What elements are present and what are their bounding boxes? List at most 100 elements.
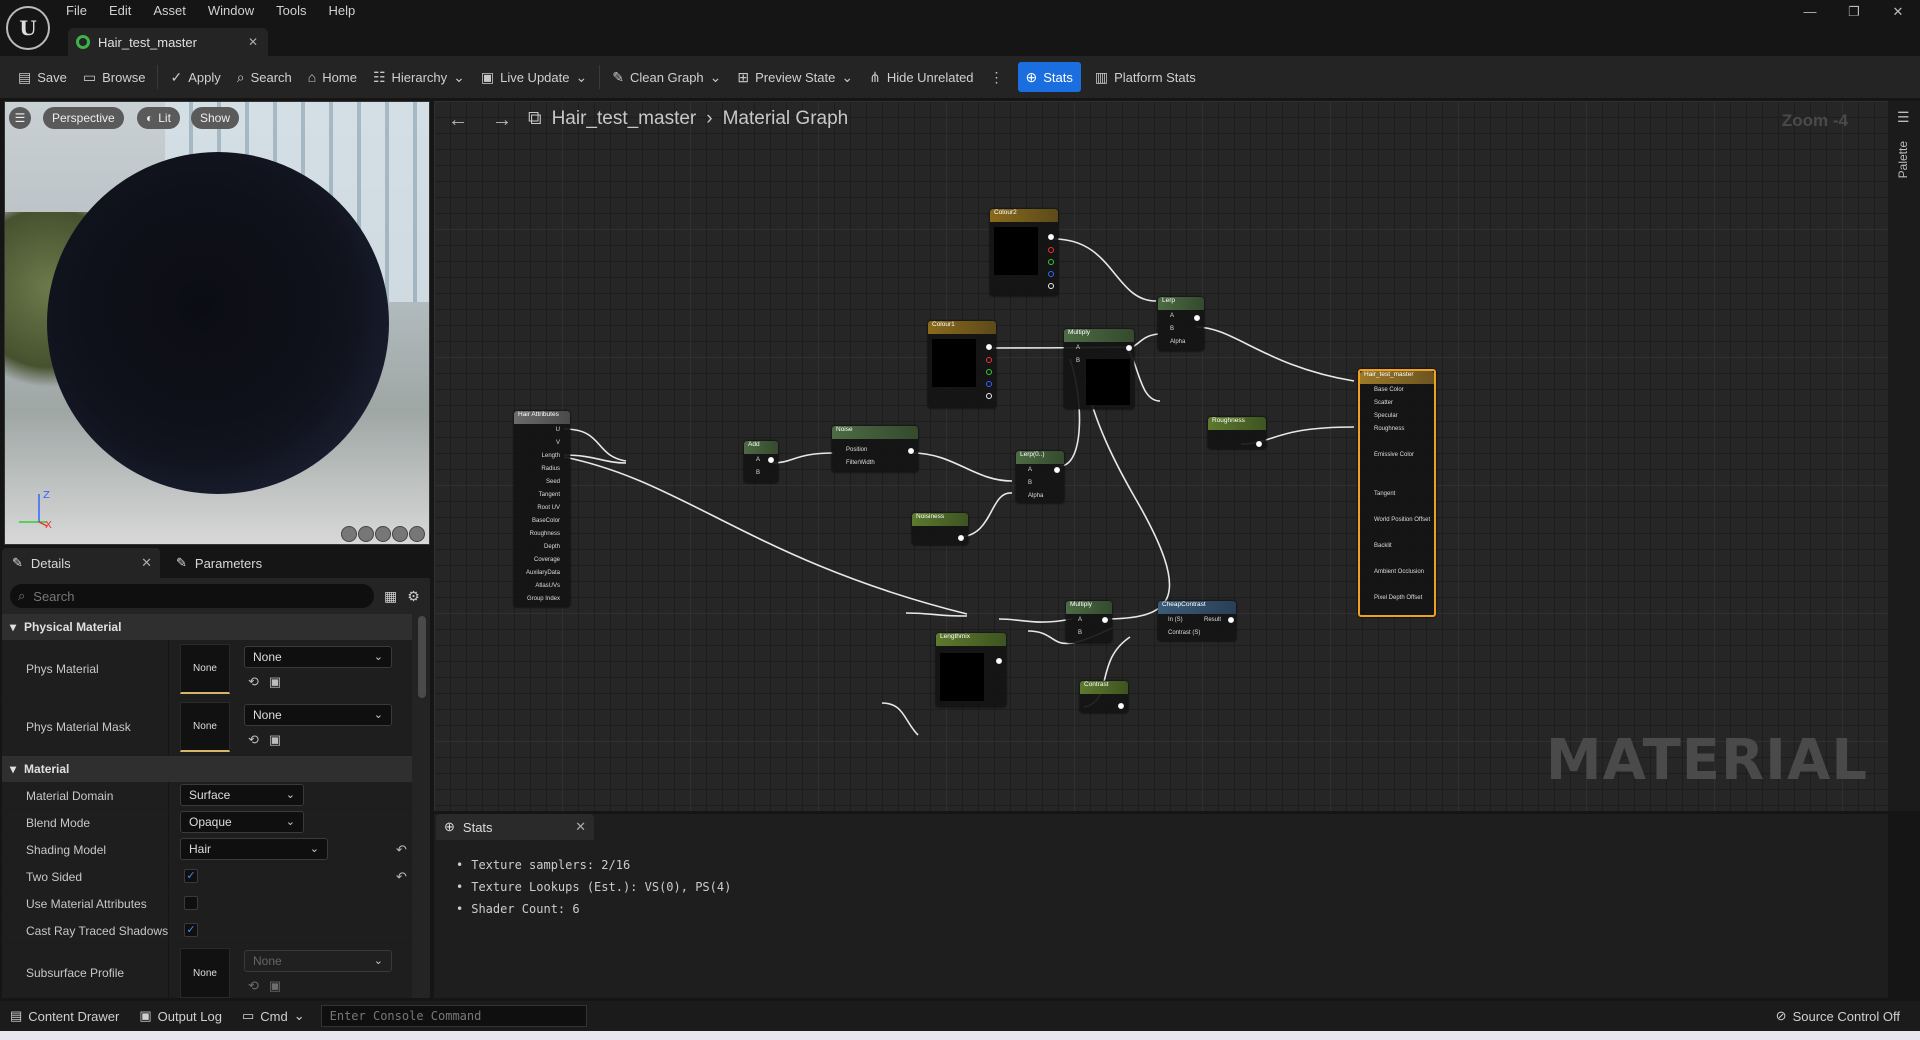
use-material-attributes-checkbox[interactable] (184, 896, 198, 910)
output-pin-r[interactable] (986, 357, 992, 363)
phys-material-thumbnail[interactable]: None (180, 644, 230, 694)
save-button[interactable]: ▤Save (10, 62, 75, 92)
node-noisiness[interactable]: Noisiness (912, 513, 968, 545)
browse-asset-icon[interactable]: ▣ (269, 978, 281, 994)
reset-to-default-icon[interactable]: ↶ (396, 842, 407, 858)
platform-stats-button[interactable]: ▥Platform Stats (1087, 62, 1204, 92)
use-selected-icon[interactable]: ⟲ (248, 978, 259, 994)
more-options-button[interactable]: ⋮ (982, 62, 1012, 92)
output-pin-a[interactable] (1048, 283, 1054, 289)
output-pin-a[interactable] (986, 393, 992, 399)
live-update-dropdown[interactable]: ▣Live Update⌄ (473, 62, 595, 92)
subsurface-profile-thumbnail[interactable]: None (180, 948, 230, 998)
unreal-logo-icon[interactable]: U (6, 6, 50, 50)
node-lengthmix[interactable]: Lengthmix (936, 633, 1006, 707)
node-colour2[interactable]: Colour2 (990, 209, 1058, 296)
browse-button[interactable]: ▭Browse (75, 62, 154, 92)
output-pin[interactable] (1054, 467, 1060, 473)
node-multiply-2[interactable]: Multiply A B (1066, 601, 1112, 643)
home-button[interactable]: ⌂Home (300, 62, 365, 92)
output-pin[interactable] (1126, 345, 1132, 351)
section-physical-material[interactable]: ▾Physical Material (2, 614, 412, 640)
output-pin-b[interactable] (986, 381, 992, 387)
table-view-icon[interactable]: ▦ (384, 588, 397, 605)
palette-menu-icon[interactable]: ☰ (1897, 109, 1910, 126)
phys-material-mask-thumbnail[interactable]: None (180, 702, 230, 752)
search-button[interactable]: ⌕Search (229, 62, 300, 92)
output-pin[interactable] (768, 457, 774, 463)
apply-button[interactable]: ✓Apply (162, 62, 228, 92)
palette-sidebar[interactable]: ☰ Palette (1888, 101, 1920, 811)
output-pin-rgb[interactable] (986, 344, 992, 350)
palette-label[interactable]: Palette (1896, 141, 1910, 178)
output-pin[interactable] (1228, 617, 1234, 623)
cylinder-mesh-icon[interactable] (341, 526, 357, 542)
document-tab[interactable]: Hair_test_master ✕ (68, 28, 268, 56)
output-pin[interactable] (1118, 703, 1124, 709)
output-pin[interactable] (1256, 441, 1262, 447)
tab-parameters[interactable]: ✎Parameters (166, 548, 262, 578)
output-log-button[interactable]: ▣Output Log (129, 1001, 232, 1031)
blend-mode-select[interactable]: Opaque⌄ (180, 811, 304, 833)
details-scrollbar[interactable] (418, 616, 426, 698)
viewport-menu-icon[interactable]: ☰ (9, 107, 31, 129)
node-lerp-0[interactable]: Lerp(0..) A B Alpha (1016, 451, 1064, 503)
output-pin[interactable] (958, 535, 964, 541)
content-drawer-button[interactable]: ▤Content Drawer (0, 1001, 129, 1031)
node-lerp[interactable]: Lerp A B Alpha (1158, 297, 1204, 351)
menu-file[interactable]: File (66, 3, 87, 18)
node-noise[interactable]: Noise Position FilterWidth (832, 426, 918, 472)
section-material[interactable]: ▾Material (2, 756, 412, 782)
material-graph[interactable]: ← → ⧉ Hair_test_master › Material Graph … (434, 101, 1888, 811)
cmd-dropdown[interactable]: ▭Cmd⌄ (232, 1001, 315, 1031)
node-contrast[interactable]: Contrast (1080, 681, 1128, 713)
settings-gear-icon[interactable]: ⚙ (407, 588, 420, 605)
menu-help[interactable]: Help (328, 3, 355, 18)
show-button[interactable]: Show (191, 107, 239, 129)
restore-icon[interactable]: ❐ (1832, 4, 1876, 20)
reset-to-default-icon[interactable]: ↶ (396, 869, 407, 885)
node-cheap-contrast[interactable]: CheapContrast In (S) Contrast (S) Result (1158, 601, 1236, 641)
output-pin-b[interactable] (1048, 271, 1054, 277)
close-details-icon[interactable]: ✕ (141, 555, 152, 571)
output-pin[interactable] (908, 448, 914, 454)
teapot-mesh-icon[interactable] (409, 526, 425, 542)
phys-material-select[interactable]: None⌄ (244, 646, 392, 668)
output-pin-g[interactable] (1048, 259, 1054, 265)
minimize-icon[interactable]: — (1788, 4, 1832, 20)
stats-button[interactable]: ⊕Stats (1018, 62, 1081, 92)
tab-details[interactable]: ✎Details✕ (2, 548, 160, 578)
lit-button[interactable]: ◐Lit (137, 107, 180, 129)
details-search-input[interactable]: ⌕Search (10, 584, 374, 608)
node-multiply[interactable]: Multiply A B (1064, 329, 1134, 409)
node-colour1[interactable]: Colour1 (928, 321, 996, 408)
cast-ray-traced-shadows-checkbox[interactable]: ✓ (184, 923, 198, 937)
console-command-input[interactable]: Enter Console Command (321, 1005, 587, 1027)
node-add[interactable]: Add A B (744, 441, 778, 483)
plane-mesh-icon[interactable] (375, 526, 391, 542)
menu-edit[interactable]: Edit (109, 3, 131, 18)
browse-asset-icon[interactable]: ▣ (269, 732, 281, 748)
output-pin[interactable] (1194, 315, 1200, 321)
close-window-icon[interactable]: ✕ (1876, 4, 1920, 20)
output-pin[interactable] (996, 658, 1002, 664)
output-pin-g[interactable] (986, 369, 992, 375)
node-result-hair-test-master[interactable]: Hair_test_master Base Color Scatter Spec… (1358, 369, 1436, 617)
cube-mesh-icon[interactable] (392, 526, 408, 542)
preview-state-dropdown[interactable]: ⊞Preview State⌄ (729, 62, 861, 92)
menu-tools[interactable]: Tools (276, 3, 306, 18)
source-control-button[interactable]: ⊘Source Control Off (1766, 1001, 1910, 1031)
tab-stats[interactable]: ⊕Stats✕ (436, 814, 594, 840)
use-selected-icon[interactable]: ⟲ (248, 732, 259, 748)
node-hair-attributes[interactable]: Hair Attributes U V Length Radius Seed T… (514, 411, 570, 607)
node-roughness[interactable]: Roughness (1208, 417, 1266, 449)
output-pin[interactable] (1102, 617, 1108, 623)
close-stats-icon[interactable]: ✕ (575, 819, 586, 835)
shading-model-select[interactable]: Hair⌄ (180, 838, 328, 860)
phys-material-mask-select[interactable]: None⌄ (244, 704, 392, 726)
material-domain-select[interactable]: Surface⌄ (180, 784, 304, 806)
use-selected-icon[interactable]: ⟲ (248, 674, 259, 690)
output-pin-r[interactable] (1048, 247, 1054, 253)
clean-graph-dropdown[interactable]: ✎Clean Graph⌄ (604, 62, 729, 92)
output-pin-rgb[interactable] (1048, 234, 1054, 240)
